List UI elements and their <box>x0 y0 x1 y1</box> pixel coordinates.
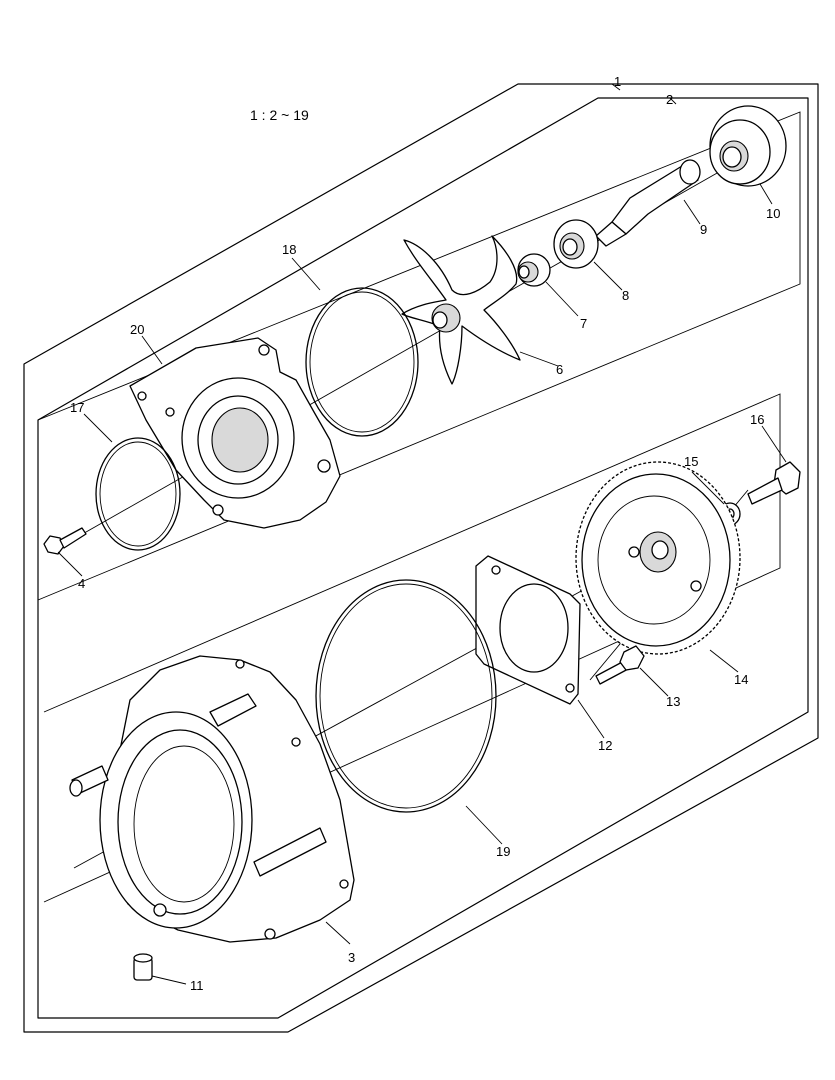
callout-16: 16 <box>750 412 764 427</box>
callout-9: 9 <box>700 222 707 237</box>
shaft-part-9 <box>595 159 701 247</box>
bolt-part-16 <box>747 461 801 505</box>
leader-lines <box>57 83 787 985</box>
o-ring-part-19 <box>315 579 497 813</box>
callout-2: 2 <box>666 92 673 107</box>
o-ring-part-17-inner <box>99 441 177 547</box>
parts-note: 1 : 2 ~ 19 <box>250 107 309 123</box>
bolt-part-13 <box>595 645 645 685</box>
callout-12: 12 <box>598 738 612 753</box>
bearing-part-10 <box>709 105 787 187</box>
housing-part-3 <box>69 655 355 943</box>
callout-11: 11 <box>190 978 204 993</box>
bolt-part-4 <box>43 527 87 555</box>
gasket-part-12 <box>475 555 581 705</box>
callout-17: 17 <box>70 400 84 415</box>
callout-18: 18 <box>282 242 296 257</box>
o-ring-part-18 <box>305 287 419 437</box>
callout-13: 13 <box>666 694 680 709</box>
callout-14: 14 <box>734 672 748 687</box>
callout-19: 19 <box>496 844 510 859</box>
callout-3: 3 <box>348 950 355 965</box>
dowel-pin-part-11 <box>133 953 153 981</box>
mechanical-seal-part-7 <box>517 253 551 287</box>
callout-20: 20 <box>130 322 144 337</box>
o-ring-part-19-inner <box>319 583 493 809</box>
callout-8: 8 <box>622 288 629 303</box>
seal-ring-part-8 <box>553 219 599 269</box>
gear-part-14 <box>575 461 741 655</box>
callout-4: 4 <box>78 576 85 591</box>
assembly-boundary-2 <box>37 97 809 1019</box>
callout-10: 10 <box>766 206 780 221</box>
band-upper <box>37 111 801 601</box>
callout-6: 6 <box>556 362 563 377</box>
impeller-part-6 <box>401 235 521 385</box>
o-ring-part-18-inner <box>309 291 415 433</box>
o-ring-part-17 <box>95 437 181 551</box>
callout-1: 1 <box>614 74 621 89</box>
callout-7: 7 <box>580 316 587 331</box>
callout-15: 15 <box>684 454 698 469</box>
cover-plate-part-20 <box>129 337 341 529</box>
assembly-boundary-1 <box>23 83 819 1033</box>
